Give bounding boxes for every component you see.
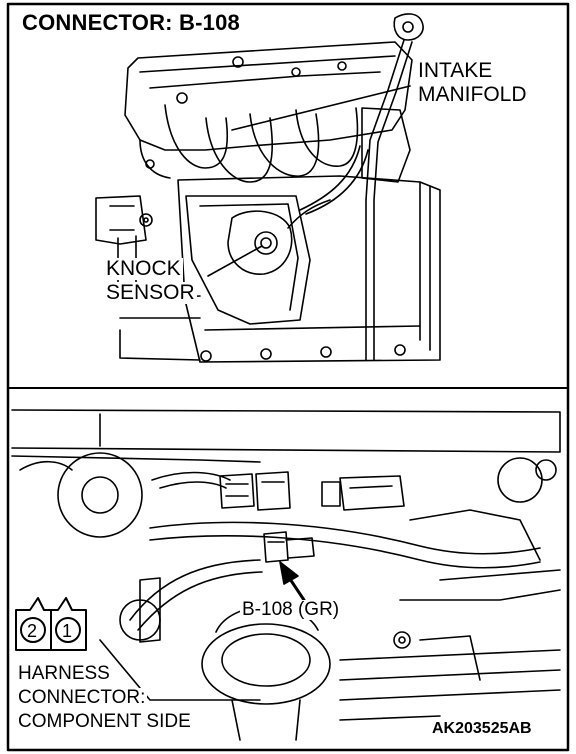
pin-2-label: 2: [27, 621, 38, 641]
connector-tag-label: B-108 (GR): [240, 599, 342, 620]
knock-sensor-body: [227, 199, 331, 275]
intake-label-line1: INTAKE: [416, 59, 495, 82]
manifold-bolts: [139, 56, 347, 227]
b108-pointer-arrow: [279, 561, 306, 602]
harness-caption-line2: CONNECTOR:: [16, 687, 148, 708]
oil-filler-cap: [201, 605, 331, 741]
knock-label-line2: SENSOR: [104, 281, 197, 304]
harness-connector-symbol: [15, 597, 87, 651]
block-bolts: [200, 344, 406, 362]
lower-engine-view: [11, 409, 561, 741]
intake-leader: [231, 85, 411, 131]
knock-label-line1: KNOCK: [104, 257, 183, 280]
figure-code: AK203525AB: [430, 720, 534, 738]
harness-caption-line3: COMPONENT SIDE: [16, 711, 193, 732]
figure-title: CONNECTOR: B-108: [22, 10, 240, 35]
upper-engine-view: [95, 13, 441, 363]
knock-leader: [207, 245, 263, 277]
connector-cluster: [219, 471, 405, 511]
intake-label-line2: MANIFOLD: [416, 83, 529, 106]
pin-1-label: 1: [62, 621, 73, 641]
figure-border: [6, 2, 570, 752]
dipstick: [365, 13, 424, 361]
harness-caption-line1: HARNESS: [16, 663, 112, 684]
